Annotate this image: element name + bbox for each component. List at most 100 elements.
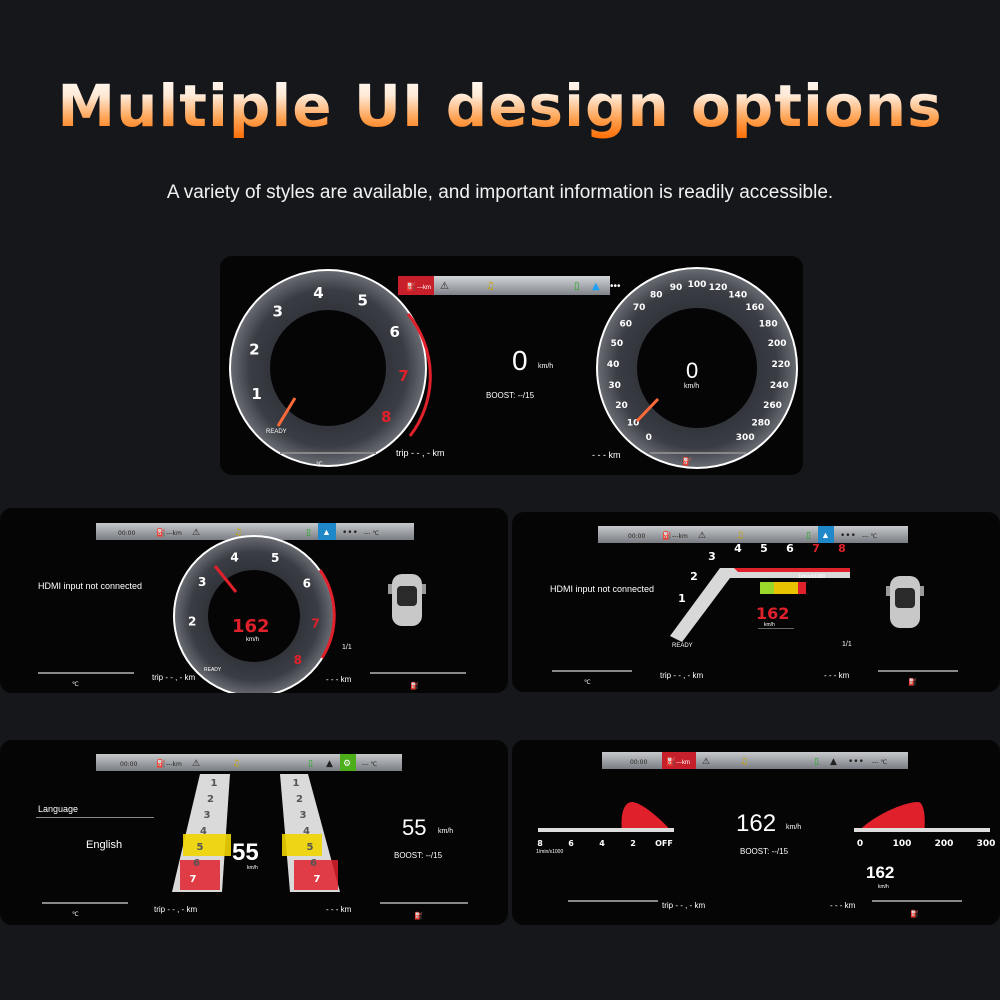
- dial-number-4: 4: [230, 550, 238, 564]
- rpm-tick-OFF: OFF: [655, 839, 673, 848]
- headline-title: Multiple UI design options: [0, 72, 1000, 140]
- gear-left-7: 7: [190, 874, 197, 885]
- boost-text: BOOST: --/15: [486, 391, 535, 400]
- dial-number-220: 220: [772, 360, 791, 370]
- ready-label: READY: [204, 667, 222, 673]
- nav-icon: ▲: [592, 281, 600, 292]
- center-speed-unit: km/h: [247, 865, 258, 871]
- boost-text: BOOST: --/15: [740, 847, 789, 856]
- clock-text: 00:00: [628, 533, 645, 540]
- tach-needle: [276, 397, 297, 427]
- tach-needle: [213, 565, 238, 593]
- temp-small: ℃: [316, 462, 323, 468]
- gear-right-5: 5: [307, 842, 314, 853]
- speed-tick-0: 0: [857, 839, 863, 849]
- speed-tick-300: 300: [977, 839, 996, 849]
- dial-number-40: 40: [607, 360, 620, 370]
- fuel-icon: ⛽: [156, 758, 166, 768]
- tach-number-6: 6: [786, 542, 794, 555]
- center-speed: 55: [232, 839, 259, 866]
- dial-number-300: 300: [736, 433, 755, 443]
- dial-number-30: 30: [608, 381, 621, 391]
- temp-small: ℃: [584, 680, 591, 686]
- top-status-bar: 00:00 ⛽ ---km ⚠ ♫ ▯ ▲ ••• --- ℃: [96, 523, 414, 540]
- gear-icon: ⚙: [343, 758, 351, 768]
- ready-label: READY: [672, 643, 693, 649]
- speed-unit: km/h: [538, 363, 553, 370]
- dial-number-6: 6: [389, 323, 399, 341]
- dial-number-8: 8: [381, 408, 391, 426]
- speedo-needle: [635, 397, 660, 423]
- temp-text: --- ℃: [364, 530, 379, 537]
- speed-bar-gauge: 0 100 200 300: [854, 802, 995, 849]
- bottom-bar-left: [280, 452, 376, 454]
- clock-text: 00:00: [630, 759, 647, 766]
- speed-unit: km/h: [438, 828, 453, 835]
- fuel-small-icon: ⛽: [682, 456, 692, 466]
- range-text: - - - km: [326, 675, 352, 684]
- speedo-center-value: 0: [686, 358, 698, 383]
- hdmi-status: HDMI input not connected: [550, 584, 654, 594]
- dial-number-260: 260: [763, 401, 782, 411]
- phone-icon: ▯: [806, 531, 811, 541]
- rpm-tick-6: 6: [568, 839, 574, 848]
- speed-value: 162: [736, 810, 776, 837]
- speed-value: 162: [232, 616, 270, 637]
- speed-tick-200: 200: [935, 839, 954, 849]
- trip-text: trip - - , - km: [662, 901, 705, 910]
- dial-number-60: 60: [620, 320, 633, 330]
- music-icon: ♫: [232, 759, 240, 769]
- gear-left-2: 2: [207, 794, 214, 805]
- page-indicator: 1/1: [342, 644, 352, 651]
- clock-text: 00:00: [120, 761, 137, 768]
- tach-number-2: 2: [690, 570, 698, 583]
- dial-number-3: 3: [272, 302, 282, 320]
- gear-left-6: 6: [193, 858, 200, 869]
- dial-number-2: 2: [249, 341, 259, 359]
- music-icon: ♫: [234, 528, 242, 538]
- rpm-tick-2: 2: [630, 839, 636, 848]
- car-image: [388, 574, 426, 626]
- warning-icon: ⚠: [702, 757, 710, 767]
- warning-icon: ⚠: [440, 281, 449, 292]
- dial-number-20: 20: [615, 401, 628, 411]
- dial-number-0: 0: [646, 433, 652, 443]
- menu-title: Language: [38, 804, 78, 814]
- range-text: - - - km: [326, 905, 352, 914]
- trip-text: trip - - , - km: [154, 905, 197, 914]
- temp-small: ℃: [72, 912, 79, 918]
- fuel-small-icon: ⛽: [908, 677, 917, 686]
- rpm-tick-8: 8: [537, 839, 543, 848]
- fuel-icon: ⛽: [406, 281, 416, 291]
- more-icon: •••: [848, 757, 864, 767]
- temp-text: --- ℃: [872, 759, 887, 766]
- fuel-warning-badge: [398, 276, 434, 295]
- more-icon: •••: [342, 528, 358, 538]
- gear-right-4: 4: [303, 826, 310, 837]
- dial-number-50: 50: [611, 339, 624, 349]
- hdmi-status: HDMI input not connected: [38, 581, 142, 591]
- tach-number-5: 5: [760, 542, 768, 555]
- phone-icon: ▯: [308, 759, 313, 769]
- page-indicator: 1/1: [842, 641, 852, 648]
- gear-left-4: 4: [200, 826, 207, 837]
- tach-number-3: 3: [708, 550, 716, 563]
- dial-number-6: 6: [303, 577, 311, 591]
- top-status-bar: ⛽ ---km ⚠ ♫ ▯ ▲ •••: [398, 276, 621, 295]
- range-text: - - - km: [824, 671, 850, 680]
- speed-tick-100: 100: [893, 839, 912, 849]
- range-text: - - - km: [592, 450, 621, 460]
- dial-number-4: 4: [313, 284, 323, 302]
- menu-language-value[interactable]: English: [86, 839, 122, 851]
- warning-icon: ⚠: [192, 759, 200, 769]
- clock-text: 00:00: [118, 530, 135, 537]
- cluster-panel-2: 00:00 ⛽ ---km ⚠ ♫ ▯ ▲ ••• --- ℃ HDMI inp…: [0, 508, 508, 693]
